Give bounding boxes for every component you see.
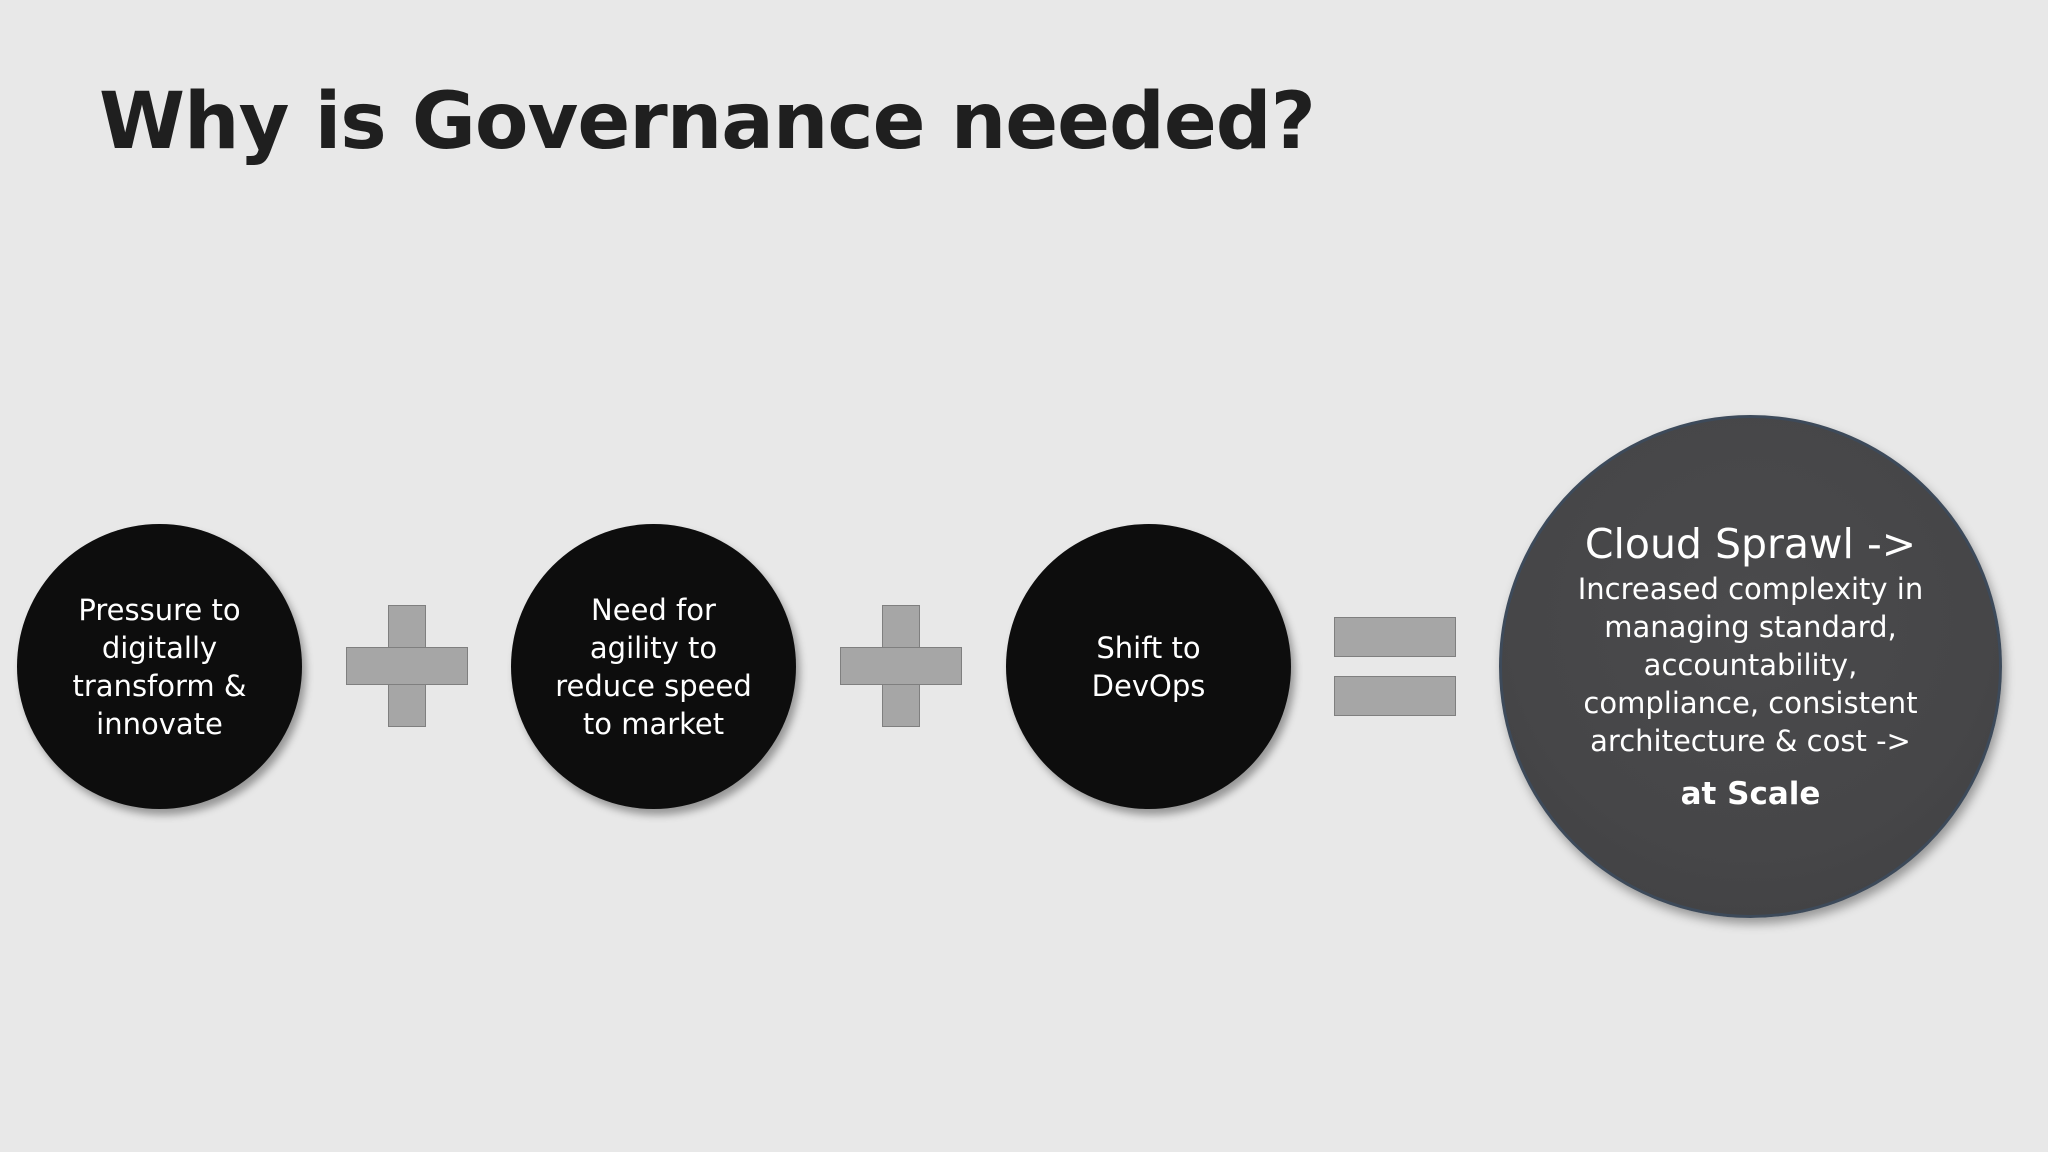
result-heading: Cloud Sprawl -> — [1584, 520, 1917, 568]
result-emphasis: at Scale — [1680, 776, 1821, 812]
circle-label: Pressure to digitally transform & innova… — [72, 592, 247, 741]
circle-label: Need for agility to reduce speed to mark… — [555, 592, 752, 741]
circle-cloud-sprawl: Cloud Sprawl -> Increased complexity in … — [1499, 415, 2002, 918]
equals-icon — [1334, 617, 1456, 716]
result-body: Increased complexity in managing standar… — [1577, 572, 1924, 758]
circle-agility: Need for agility to reduce speed to mark… — [511, 524, 796, 809]
slide-title: Why is Governance needed? — [99, 77, 1316, 167]
circle-digital-transform: Pressure to digitally transform & innova… — [17, 524, 302, 809]
circle-devops: Shift to DevOps — [1006, 524, 1291, 809]
plus-icon — [840, 605, 962, 727]
circle-label: Shift to DevOps — [1091, 630, 1206, 703]
plus-icon — [346, 605, 468, 727]
